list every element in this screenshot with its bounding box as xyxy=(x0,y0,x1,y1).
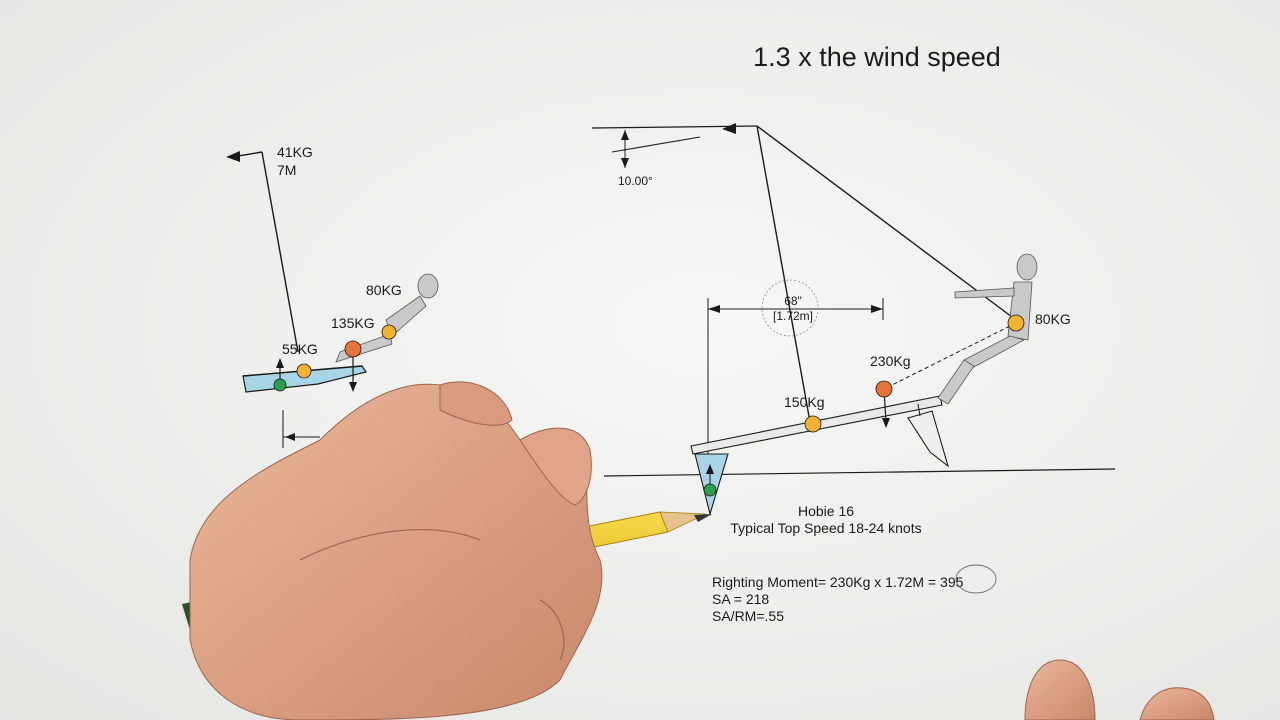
righting-moment-label: Righting Moment= 230Kg x 1.72M = 395 xyxy=(712,574,964,590)
right-mast-line xyxy=(756,125,811,423)
sa-rm-ratio-label: SA/RM=.55 xyxy=(712,608,784,624)
righting-moment-formula: Righting Moment= 230Kg x 1.72M = xyxy=(712,574,940,590)
boat-name-label: Hobie 16 xyxy=(798,503,854,519)
right-weight-arrow-icon xyxy=(882,418,890,428)
heel-angle-label: 10.00° xyxy=(618,174,653,188)
heel-down-arrow-icon xyxy=(621,158,629,168)
trapeze-wire xyxy=(756,125,1017,321)
left-boat-group: 41KG 7M 80KG 135KG 55KG xyxy=(226,144,439,448)
right-figure-shin xyxy=(937,359,975,405)
right-crew-weight-label: 80KG xyxy=(1035,311,1071,327)
left-sail-height-label: 7M xyxy=(277,162,296,178)
left-boat-marker xyxy=(296,363,312,379)
heel-up-arrow-icon xyxy=(621,130,629,140)
left-crew-marker xyxy=(381,324,397,340)
pencil-tip-wood xyxy=(659,511,707,533)
right-figure-arm xyxy=(954,287,1015,299)
result-pencil-circle xyxy=(955,564,997,594)
right-boat-group: 10.00° 68" [1.72m] xyxy=(591,123,1116,517)
beam-pencil-circle xyxy=(761,279,819,337)
left-dimension-arrow-icon xyxy=(285,433,295,441)
right-buoyancy-marker xyxy=(703,483,717,497)
beam-right-arrow-icon xyxy=(871,305,883,313)
crew-moment-line xyxy=(883,322,1017,390)
fingertip-2 xyxy=(1139,687,1215,720)
waterline xyxy=(603,468,1116,477)
right-figure-head xyxy=(1016,253,1038,281)
resting-fingertips xyxy=(1024,659,1215,720)
right-lifted-weight-label: 230Kg xyxy=(870,353,910,369)
left-combined-marker xyxy=(344,340,362,358)
left-buoyancy-marker xyxy=(273,378,287,392)
windward-hull xyxy=(907,410,950,468)
top-speed-label: Typical Top Speed 18-24 knots xyxy=(730,520,921,536)
left-crew-weight-label: 80KG xyxy=(366,282,402,298)
beam-imperial-label: 68" xyxy=(784,294,802,308)
drawing-hand xyxy=(189,381,603,720)
right-buoyancy-arrow-icon xyxy=(706,464,714,474)
righting-moment-result: 395 xyxy=(940,574,964,590)
right-crew-marker xyxy=(1007,314,1025,332)
beam-left-arrow-icon xyxy=(708,305,720,313)
left-figure-head xyxy=(417,273,439,299)
left-weight-arrow-icon xyxy=(349,382,357,392)
left-force-arrow-icon xyxy=(226,151,240,162)
diagram-heading: 1.3 x the wind speed xyxy=(753,42,1001,72)
right-force-arrow-icon xyxy=(722,123,736,134)
beam-metric-label: [1.72m] xyxy=(773,309,813,323)
sail-area-label: SA = 218 xyxy=(712,591,769,607)
hand-index-finger xyxy=(519,427,592,506)
right-boat-marker xyxy=(804,415,822,433)
left-boat-weight-label: 55KG xyxy=(282,341,318,357)
pencil-lead xyxy=(694,514,712,522)
left-sail-force-label: 41KG xyxy=(277,144,313,160)
hand-knuckles xyxy=(439,381,513,426)
left-buoyancy-arrow-icon xyxy=(276,358,284,368)
left-mast-line xyxy=(261,151,299,353)
right-lifted-marker xyxy=(875,380,893,398)
windward-hull-strut xyxy=(917,403,921,417)
right-boat-weight-label: 150Kg xyxy=(784,394,824,410)
heel-angle-line xyxy=(611,136,701,153)
hand-crease xyxy=(299,528,481,561)
left-combined-weight-label: 135KG xyxy=(331,315,375,331)
hand-thumb-crease xyxy=(539,599,565,661)
fingertip-1 xyxy=(1024,659,1096,720)
